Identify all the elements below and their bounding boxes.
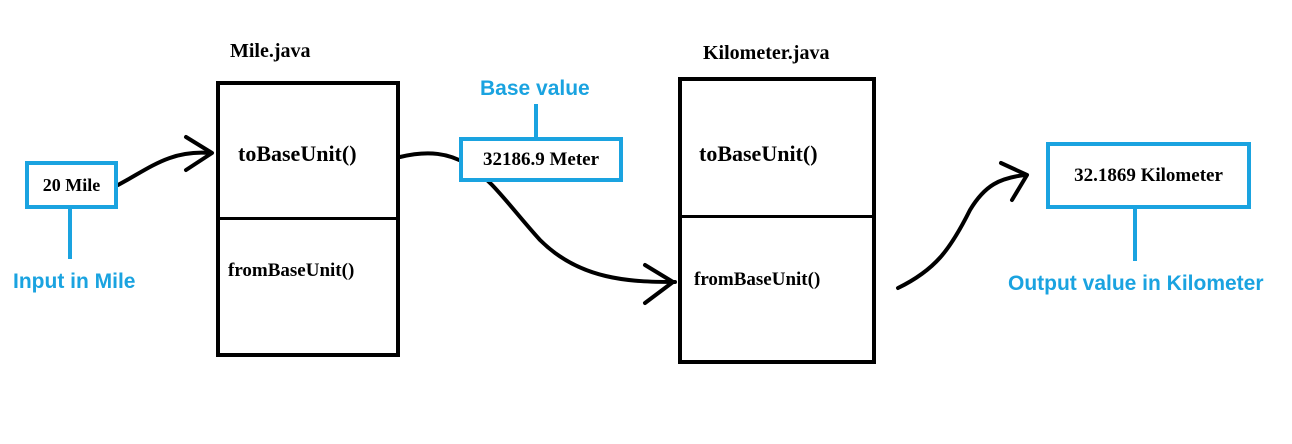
output-value-box: 32.1869 Kilometer xyxy=(1046,142,1251,209)
kilometer-class-divider xyxy=(682,215,872,218)
output-value-text: 32.1869 Kilometer xyxy=(1074,164,1223,186)
output-caption: Output value in Kilometer xyxy=(1008,272,1264,295)
input-value-box: 20 Mile xyxy=(25,161,118,209)
output-connector-line xyxy=(1133,209,1137,261)
mile-class-title: Mile.java xyxy=(230,40,311,62)
mile-class-box: toBaseUnit() fromBaseUnit() xyxy=(216,81,400,357)
arrow-kilometer-to-output xyxy=(896,173,1027,290)
arrow-mile-to-kilometer xyxy=(398,151,677,284)
mile-class-divider xyxy=(220,217,396,220)
base-value-text: 32186.9 Meter xyxy=(482,148,600,170)
base-connector-line xyxy=(534,104,538,138)
arrowhead-input-to-mile xyxy=(184,135,214,172)
kilometer-class-box: toBaseUnit() fromBaseUnit() xyxy=(678,77,876,364)
input-connector-line xyxy=(68,209,72,259)
base-value-box: 32186.9 Meter xyxy=(459,137,623,182)
mile-from-base-method: fromBaseUnit() xyxy=(228,260,355,281)
kilometer-to-base-method: toBaseUnit() xyxy=(699,141,818,166)
input-value-text: 20 Mile xyxy=(42,174,101,195)
arrowhead-mile-to-kilometer xyxy=(643,263,675,305)
arrow-input-to-mile xyxy=(116,150,212,187)
kilometer-class-title: Kilometer.java xyxy=(703,42,830,64)
arrowhead-kilometer-to-output xyxy=(999,161,1029,202)
kilometer-from-base-method: fromBaseUnit() xyxy=(694,269,821,290)
input-caption: Input in Mile xyxy=(13,270,136,293)
mile-to-base-method: toBaseUnit() xyxy=(238,141,357,166)
base-caption: Base value xyxy=(480,77,590,100)
